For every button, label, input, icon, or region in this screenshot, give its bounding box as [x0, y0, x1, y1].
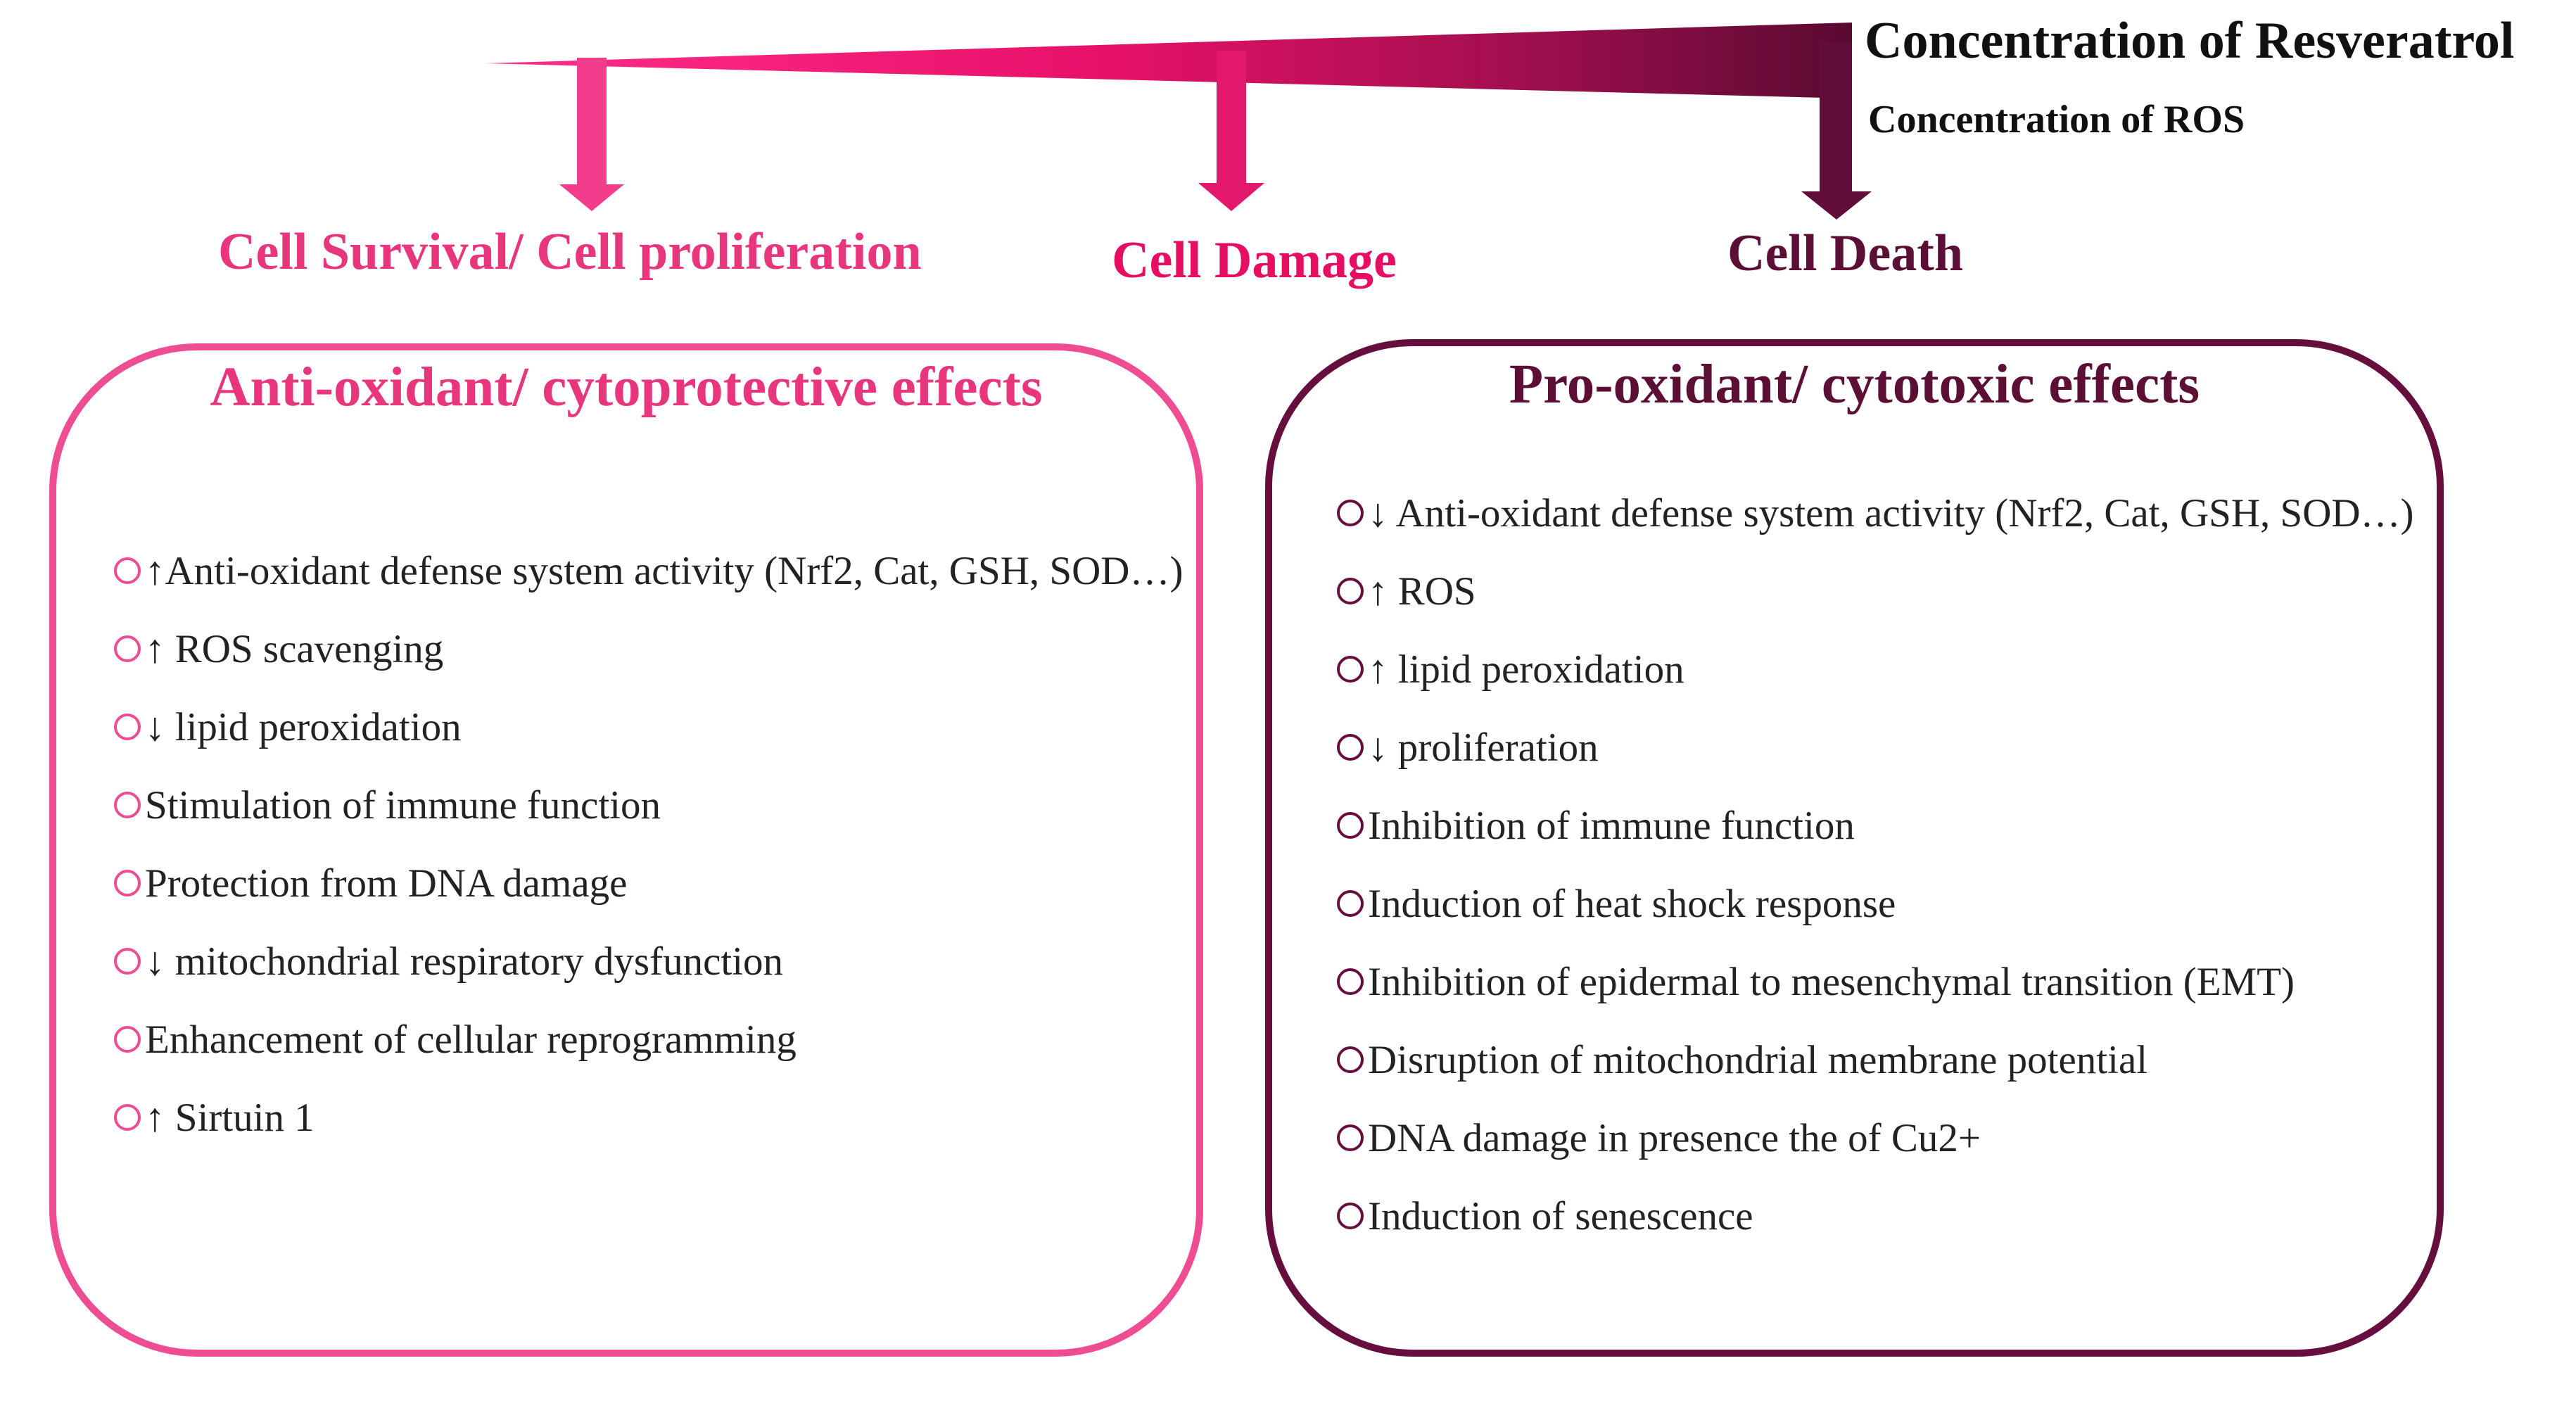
list-item-text: Inhibition of immune function: [1368, 804, 1855, 848]
circle-bullet-icon: [1337, 734, 1364, 761]
circle-bullet-icon: [114, 792, 141, 818]
list-item-text: Sirtuin 1: [165, 1096, 315, 1140]
down-arrow-icon: ↓: [1368, 725, 1388, 770]
list-item-text: Enhancement of cellular reprogramming: [145, 1018, 797, 1062]
list-item-text: Induction of senescence: [1368, 1194, 1753, 1238]
list-item: ↑Anti-oxidant defense system activity (N…: [114, 532, 1184, 610]
circle-bullet-icon: [114, 1026, 141, 1053]
antioxidant-effects-panel: Anti-oxidant/ cytoprotective effects ↑An…: [49, 343, 1203, 1357]
ros-concentration-label: Concentration of ROS: [1868, 98, 2245, 141]
list-item: ↑ ROS: [1337, 552, 2435, 630]
circle-bullet-icon: [1337, 968, 1364, 995]
list-item-text: Induction of heat shock response: [1368, 882, 1896, 926]
prooxidant-effects-panel: Pro-oxidant/ cytotoxic effects ↓ Anti-ox…: [1265, 339, 2444, 1357]
arrow-to-cell-survival: [559, 58, 624, 211]
list-item-text: proliferation: [1388, 725, 1599, 770]
list-item-text: lipid peroxidation: [1388, 647, 1684, 692]
list-item: Stimulation of immune function: [114, 766, 1184, 844]
list-item-text: mitochondrial respiratory dysfunction: [165, 939, 784, 984]
list-item-text: Inhibition of epidermal to mesenchymal t…: [1368, 960, 2295, 1004]
list-item-text: Protection from DNA damage: [145, 861, 628, 906]
circle-bullet-icon: [114, 948, 141, 975]
circle-bullet-icon: [1337, 656, 1364, 683]
concentration-wedge: [486, 23, 1852, 99]
up-arrow-icon: ↑: [145, 549, 165, 593]
circle-bullet-icon: [114, 1104, 141, 1131]
list-item: Induction of senescence: [1337, 1177, 2435, 1255]
list-item: ↓ Anti-oxidant defense system activity (…: [1337, 474, 2435, 552]
circle-bullet-icon: [1337, 812, 1364, 839]
prooxidant-effects-list: ↓ Anti-oxidant defense system activity (…: [1337, 474, 2435, 1255]
arrow-to-cell-damage: [1198, 51, 1264, 211]
resveratrol-concentration-label: Concentration of Resveratrol: [1865, 12, 2515, 70]
circle-bullet-icon: [114, 635, 141, 662]
list-item: Induction of heat shock response: [1337, 865, 2435, 943]
down-arrow-icon: ↓: [145, 939, 165, 984]
list-item-text: ROS scavenging: [165, 627, 444, 671]
list-item: Inhibition of epidermal to mesenchymal t…: [1337, 943, 2435, 1021]
circle-bullet-icon: [1337, 500, 1364, 526]
circle-bullet-icon: [114, 714, 141, 740]
outcome-cell-death: Cell Death: [1727, 224, 1963, 282]
circle-bullet-icon: [1337, 1203, 1364, 1229]
list-item: ↓ mitochondrial respiratory dysfunction: [114, 923, 1184, 1001]
list-item: Inhibition of immune function: [1337, 787, 2435, 865]
list-item-text: Stimulation of immune function: [145, 783, 661, 828]
list-item-text: DNA damage in presence the of Cu2+: [1368, 1116, 1981, 1160]
arrow-to-cell-death: [1801, 42, 1872, 220]
up-arrow-icon: ↑: [145, 627, 165, 671]
up-arrow-icon: ↑: [1368, 569, 1388, 614]
list-item-text: Disruption of mitochondrial membrane pot…: [1368, 1038, 2148, 1082]
list-item: ↓ proliferation: [1337, 709, 2435, 787]
antioxidant-effects-list: ↑Anti-oxidant defense system activity (N…: [114, 532, 1184, 1157]
list-item: DNA damage in presence the of Cu2+: [1337, 1099, 2435, 1177]
concentration-gradient-graphic: [486, 23, 1872, 220]
list-item: Protection from DNA damage: [114, 844, 1184, 923]
list-item: ↑ lipid peroxidation: [1337, 630, 2435, 709]
outcome-cell-damage: Cell Damage: [1112, 232, 1397, 289]
list-item-text: lipid peroxidation: [165, 705, 462, 749]
circle-bullet-icon: [1337, 890, 1364, 917]
circle-bullet-icon: [1337, 1046, 1364, 1073]
list-item: ↑ Sirtuin 1: [114, 1079, 1184, 1157]
up-arrow-icon: ↑: [1368, 647, 1388, 692]
circle-bullet-icon: [114, 870, 141, 896]
down-arrow-icon: ↓: [145, 705, 165, 749]
list-item: Disruption of mitochondrial membrane pot…: [1337, 1021, 2435, 1099]
prooxidant-panel-title: Pro-oxidant/ cytotoxic effects: [1509, 354, 2200, 415]
antioxidant-panel-title: Anti-oxidant/ cytoprotective effects: [210, 357, 1043, 418]
list-item-text: ROS: [1388, 569, 1476, 614]
circle-bullet-icon: [1337, 578, 1364, 604]
circle-bullet-icon: [1337, 1124, 1364, 1151]
circle-bullet-icon: [114, 557, 141, 584]
list-item-text: Anti-oxidant defense system activity (Nr…: [1388, 491, 2414, 535]
list-item: ↑ ROS scavenging: [114, 610, 1184, 688]
outcome-cell-survival: Cell Survival/ Cell proliferation: [218, 223, 922, 281]
list-item: Enhancement of cellular reprogramming: [114, 1001, 1184, 1079]
list-item-text: Anti-oxidant defense system activity (Nr…: [165, 549, 1184, 593]
down-arrow-icon: ↓: [1368, 491, 1388, 535]
up-arrow-icon: ↑: [145, 1096, 165, 1140]
list-item: ↓ lipid peroxidation: [114, 688, 1184, 766]
